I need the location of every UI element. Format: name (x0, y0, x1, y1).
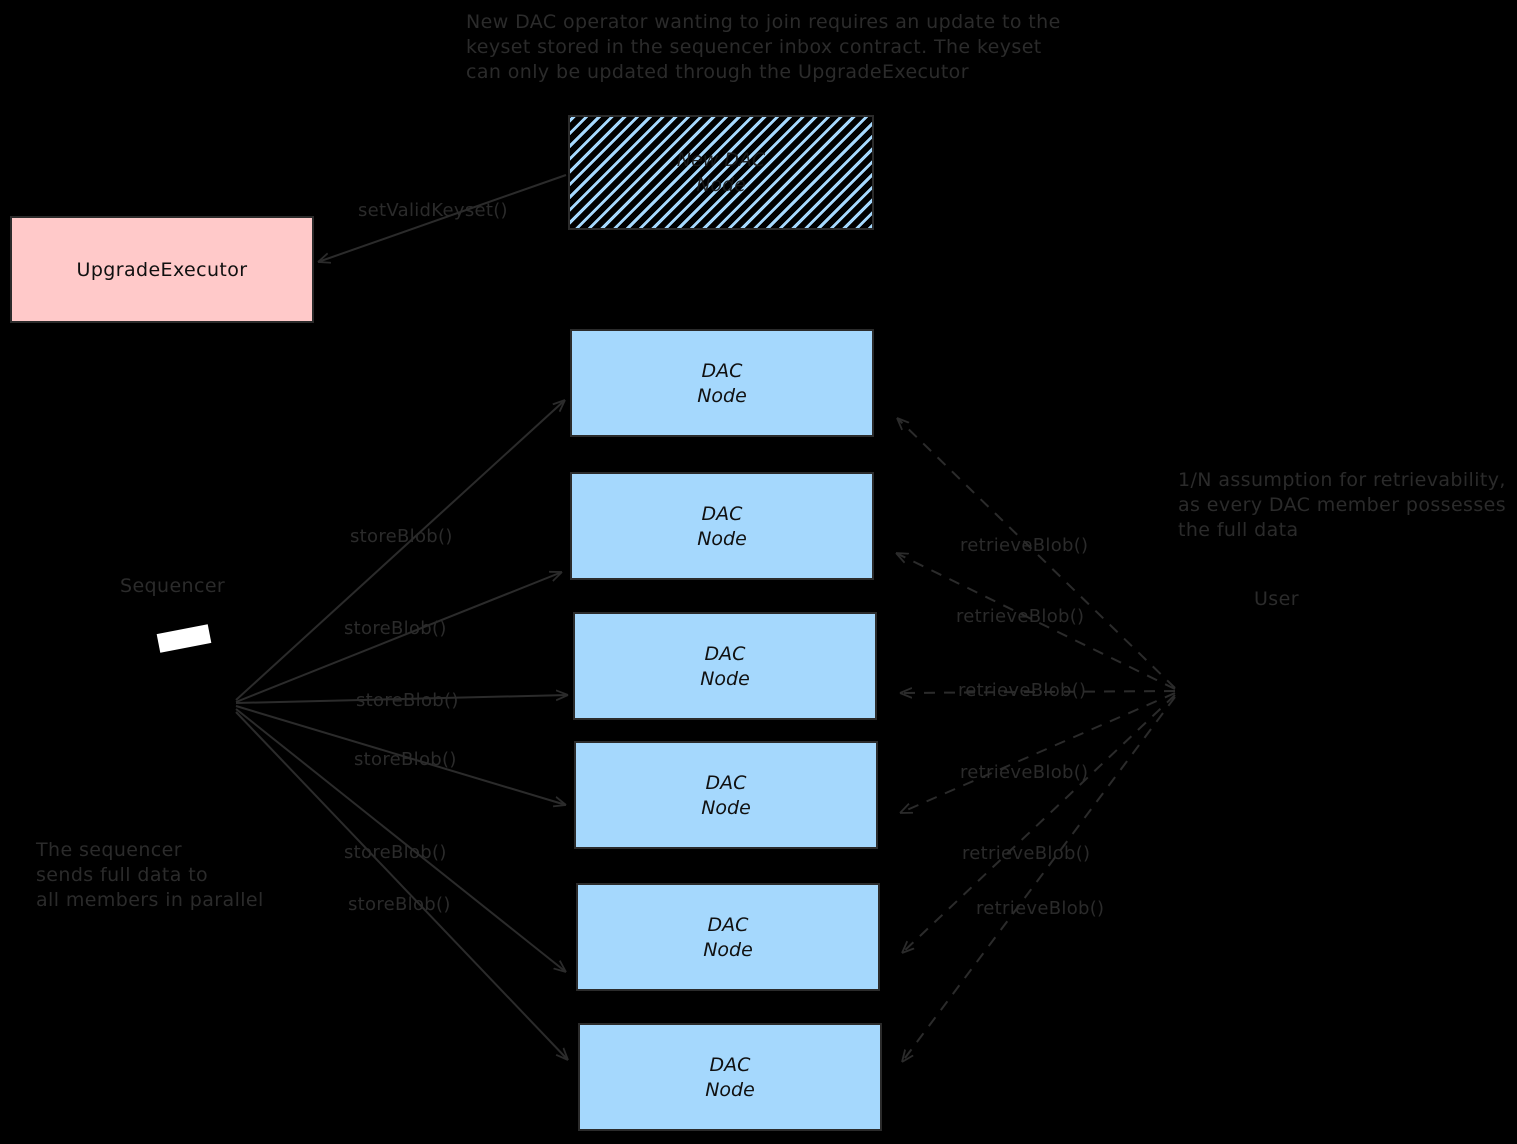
edge-label-retrieve-blob-4: retrieveBlob() (960, 762, 1089, 783)
dac-node-box-5[interactable]: DAC Node (576, 883, 880, 991)
edge-label-store-blob-4: storeBlob() (354, 749, 457, 770)
dac-node-label-4: DAC Node (701, 772, 751, 819)
dac-node-box-1[interactable]: DAC Node (570, 329, 874, 437)
dac-node-label-2: DAC Node (697, 503, 747, 550)
upgrade-executor-box[interactable]: UpgradeExecutor (10, 216, 314, 323)
dac-node-box-6[interactable]: DAC Node (578, 1023, 882, 1131)
dac-node-label-3: DAC Node (700, 643, 750, 690)
dac-node-label-5: DAC Node (703, 914, 753, 961)
edge-label-set-valid-keyset: setValidKeyset() (358, 200, 508, 221)
edge-label-retrieve-blob-6: retrieveBlob() (976, 898, 1105, 919)
new-dac-node-label: New DAC Node (676, 148, 766, 196)
edge-label-store-blob-1: storeBlob() (350, 526, 453, 547)
dac-node-label-1: DAC Node (697, 360, 747, 407)
edge-label-store-blob-6: storeBlob() (348, 894, 451, 915)
dac-node-box-3[interactable]: DAC Node (573, 612, 877, 720)
edge-label-retrieve-blob-2: retrieveBlob() (956, 606, 1085, 627)
sequencer-annotation: The sequencer sends full data to all mem… (36, 839, 264, 911)
new-dac-node-box[interactable]: New DAC Node (568, 115, 874, 230)
upgrade-executor-label: UpgradeExecutor (76, 258, 248, 281)
edge-label-store-blob-2: storeBlob() (344, 618, 447, 639)
dac-node-box-4[interactable]: DAC Node (574, 741, 878, 849)
dac-node-label-6: DAC Node (705, 1054, 755, 1101)
sequencer-label: Sequencer (120, 575, 226, 597)
top-annotation: New DAC operator wanting to join require… (466, 11, 1061, 83)
edge-label-store-blob-5: storeBlob() (344, 842, 447, 863)
edge-label-retrieve-blob-5: retrieveBlob() (962, 843, 1091, 864)
sequencer-icon (156, 624, 212, 653)
edge-label-store-blob-3: storeBlob() (356, 690, 459, 711)
edge-label-retrieve-blob-1: retrieveBlob() (960, 535, 1089, 556)
user-label: User (1254, 588, 1299, 610)
dac-node-box-2[interactable]: DAC Node (570, 472, 874, 580)
edge-label-retrieve-blob-3: retrieveBlob() (958, 680, 1087, 701)
retrievability-annotation: 1/N assumption for retrievability, as ev… (1178, 469, 1507, 541)
